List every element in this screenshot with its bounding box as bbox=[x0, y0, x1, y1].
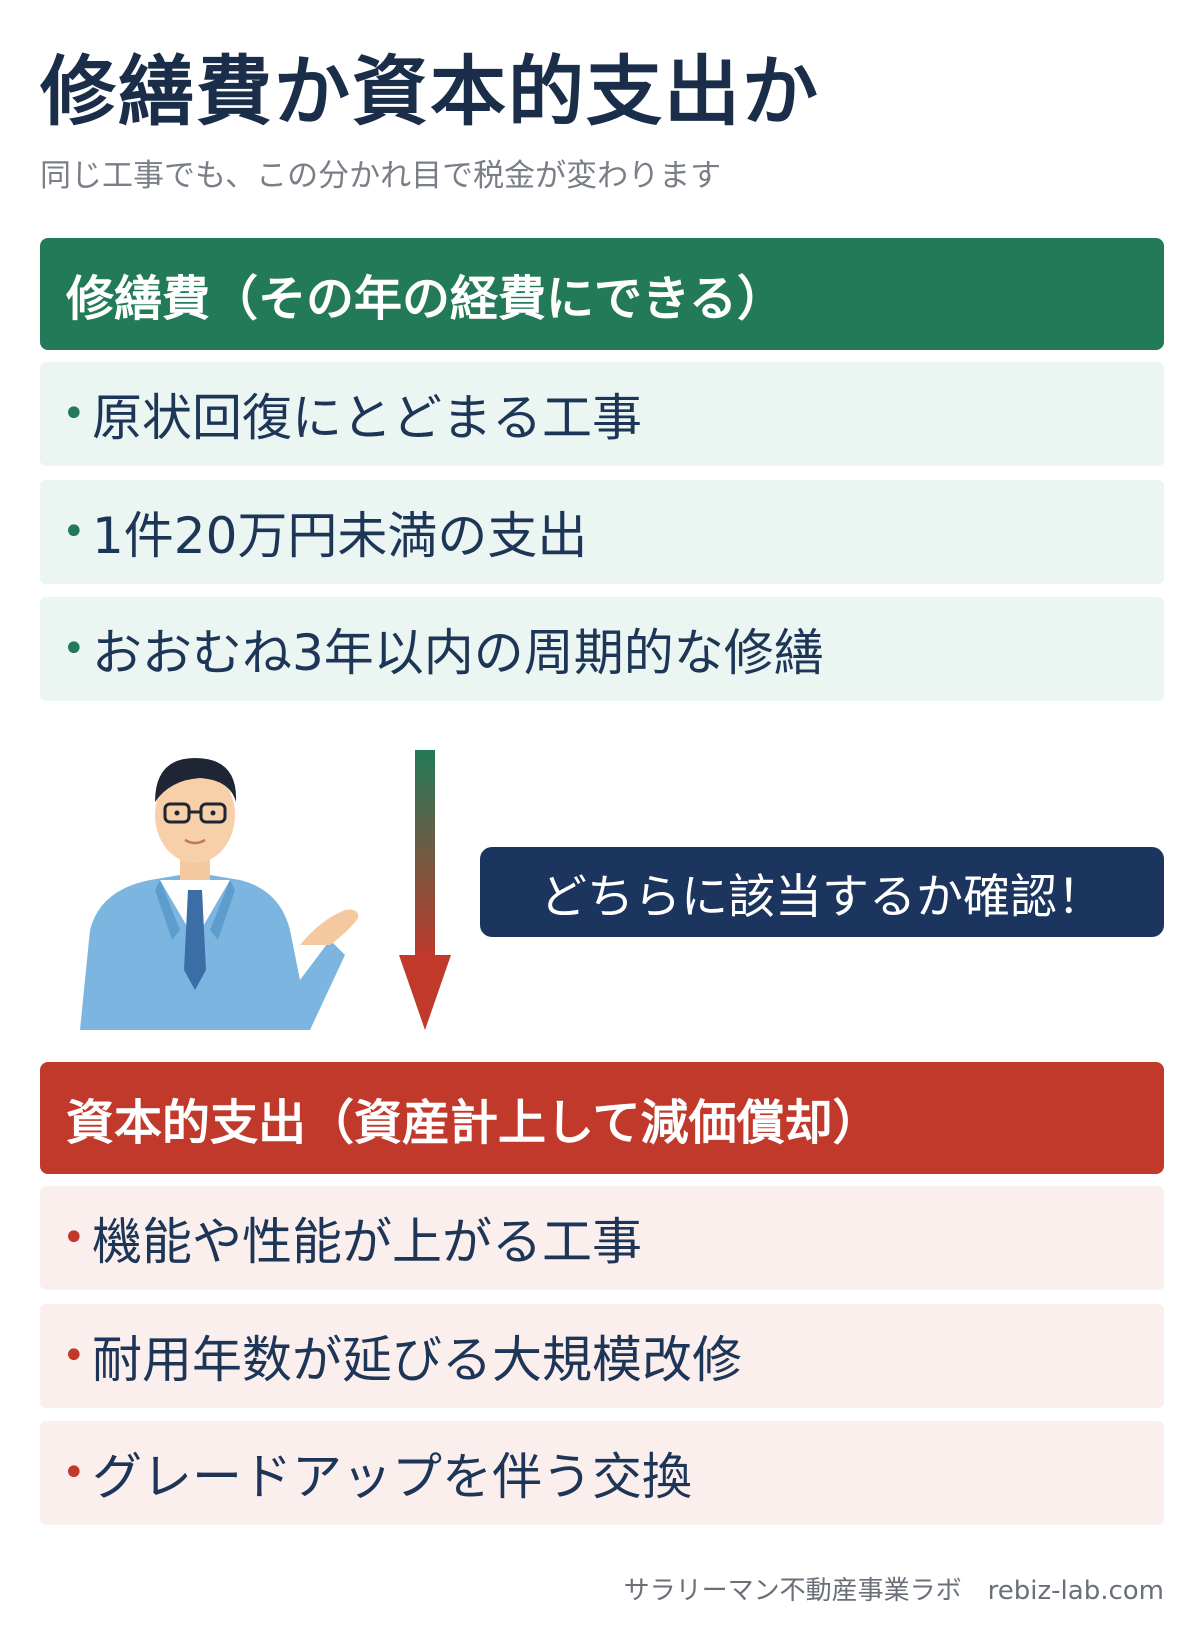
repair-header: 修繕費（その年の経費にできる） bbox=[40, 238, 1164, 350]
repair-item-label: 1件20万円未満の支出 bbox=[92, 507, 588, 565]
capital-item-label: グレードアップを伴う交換 bbox=[92, 1448, 692, 1506]
page-subtitle: 同じ工事でも、この分かれ目で税金が変わります bbox=[40, 158, 722, 194]
capital-item-label: 機能や性能が上がる工事 bbox=[92, 1213, 642, 1271]
bullet-icon: • bbox=[62, 509, 86, 555]
footer: サラリーマン不動産事業ラボ rebiz-lab.com bbox=[624, 1570, 1164, 1607]
check-callout: どちらに該当するか確認！ bbox=[480, 847, 1164, 937]
page-title: 修繕費か資本的支出か bbox=[40, 47, 820, 136]
bullet-icon: • bbox=[62, 1333, 86, 1379]
bullet-icon: • bbox=[62, 1215, 86, 1261]
repair-item: • 原状回復にとどまる工事 bbox=[40, 362, 1164, 466]
capital-item: • 耐用年数が延びる大規模改修 bbox=[40, 1304, 1164, 1408]
bullet-icon: • bbox=[62, 391, 86, 437]
footer-site: rebiz-lab.com bbox=[987, 1576, 1164, 1606]
capital-item-label: 耐用年数が延びる大規模改修 bbox=[92, 1331, 742, 1389]
capital-item: • 機能や性能が上がる工事 bbox=[40, 1186, 1164, 1290]
capital-item: • グレードアップを伴う交換 bbox=[40, 1421, 1164, 1525]
repair-item: • おおむね3年以内の周期的な修繕 bbox=[40, 597, 1164, 701]
bullet-icon: • bbox=[62, 626, 86, 672]
repair-item-label: 原状回復にとどまる工事 bbox=[92, 389, 642, 447]
repair-item-label: おおむね3年以内の周期的な修繕 bbox=[92, 624, 824, 682]
bullet-icon: • bbox=[62, 1450, 86, 1496]
footer-brand: サラリーマン不動産事業ラボ bbox=[623, 1576, 962, 1606]
repair-item: • 1件20万円未満の支出 bbox=[40, 480, 1164, 584]
capital-header: 資本的支出（資産計上して減価償却） bbox=[40, 1062, 1164, 1174]
down-arrow-icon bbox=[399, 750, 451, 1030]
businessman-illustration bbox=[80, 758, 359, 1030]
